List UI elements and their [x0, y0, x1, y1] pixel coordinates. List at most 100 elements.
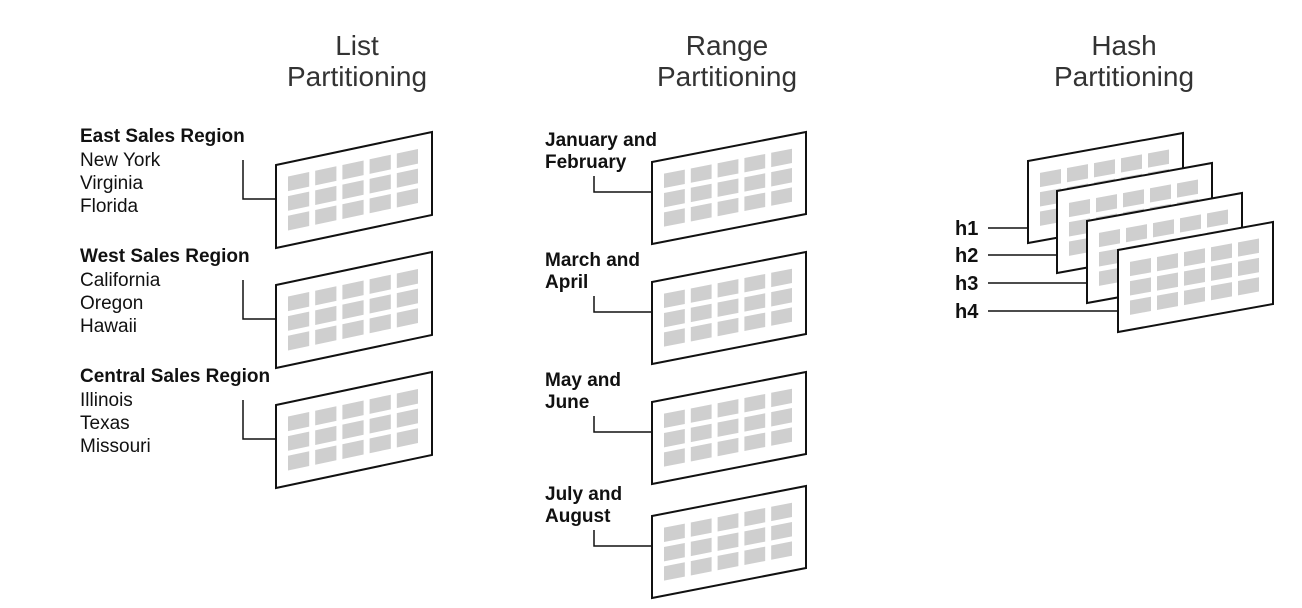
data-cell — [771, 427, 792, 446]
range-group-label: June — [545, 392, 589, 413]
data-cell — [744, 293, 766, 312]
data-cell — [664, 188, 685, 208]
hash-label: h4 — [955, 301, 979, 323]
list-group-heading: West Sales Region — [80, 246, 250, 267]
data-cell — [717, 197, 739, 217]
hash-label: h1 — [955, 218, 978, 240]
data-cell — [771, 187, 792, 206]
data-cell — [717, 279, 739, 298]
leader-line — [242, 280, 276, 320]
hash-title-line1: Hash — [1091, 30, 1156, 61]
data-cell — [744, 312, 766, 331]
data-cell — [771, 288, 792, 307]
data-cell — [1099, 248, 1120, 267]
leader-line — [593, 530, 652, 547]
data-cell — [717, 513, 739, 532]
data-cell — [717, 317, 739, 337]
data-cell — [1238, 277, 1259, 296]
range-title-line2: Partitioning — [657, 61, 797, 92]
leader-line — [593, 416, 652, 433]
list-group-item: Oregon — [80, 293, 143, 314]
data-cell — [342, 180, 364, 200]
data-cell — [744, 546, 766, 565]
data-cell — [315, 286, 337, 306]
list-group: Central Sales RegionIllinoisTexasMissour… — [80, 366, 433, 490]
list-group-item: Virginia — [80, 173, 143, 194]
leader-line — [242, 400, 276, 440]
data-cell — [396, 268, 418, 289]
list-group-item: Florida — [80, 196, 139, 217]
data-cell — [1096, 194, 1117, 213]
list-partition — [275, 130, 433, 250]
data-cell — [369, 174, 391, 194]
data-cell — [315, 445, 337, 465]
range-group-label: August — [545, 506, 611, 527]
data-cell — [1150, 184, 1171, 203]
hash-partition — [1117, 220, 1274, 334]
data-cell — [690, 518, 712, 537]
data-cell — [744, 413, 766, 432]
data-cell — [342, 400, 364, 420]
leader-line — [593, 296, 652, 313]
range-title-line1: Range — [686, 30, 769, 61]
range-partition — [651, 130, 807, 246]
data-cell — [664, 169, 685, 188]
data-cell — [1177, 179, 1198, 198]
range-group-label: March and — [545, 250, 640, 271]
data-cell — [396, 288, 418, 308]
list-group-item: Texas — [80, 413, 130, 434]
data-cell — [288, 291, 310, 312]
data-cell — [315, 425, 337, 446]
data-cell — [342, 280, 364, 300]
data-cell — [690, 323, 712, 342]
leader-line — [242, 160, 276, 200]
data-cell — [771, 307, 792, 326]
data-cell — [1130, 277, 1151, 296]
data-cell — [771, 408, 792, 427]
range-group-label: February — [545, 152, 627, 173]
data-cell — [1238, 257, 1259, 276]
hash-label-group: h1 — [955, 218, 1028, 240]
data-cell — [1148, 149, 1169, 168]
data-cell — [315, 406, 337, 426]
list-title-line1: List — [335, 30, 379, 61]
data-cell — [744, 153, 766, 173]
data-cell — [771, 148, 792, 168]
data-cell — [315, 325, 337, 345]
range-group-label: April — [545, 272, 588, 293]
data-cell — [396, 188, 418, 208]
data-cell — [690, 404, 712, 423]
data-cell — [288, 411, 310, 432]
list-title-line2: Partitioning — [287, 61, 427, 92]
data-cell — [664, 542, 685, 562]
data-cell — [315, 166, 337, 186]
data-cell — [771, 168, 792, 187]
data-cell — [690, 423, 712, 443]
list-partition — [275, 370, 433, 490]
data-cell — [1184, 248, 1205, 267]
data-cell — [1126, 224, 1147, 243]
data-cell — [1157, 291, 1178, 310]
data-cell — [744, 432, 766, 451]
data-cell — [771, 502, 792, 522]
hash-title-line2: Partitioning — [1054, 61, 1194, 92]
data-cell — [1099, 267, 1120, 286]
data-cell — [1069, 218, 1090, 237]
data-cell — [342, 319, 364, 339]
data-cell — [288, 431, 310, 451]
data-cell — [664, 448, 685, 467]
data-cell — [369, 194, 391, 214]
data-cell — [664, 308, 685, 328]
data-cell — [717, 437, 739, 457]
range-partition — [651, 484, 807, 600]
data-cell — [369, 414, 391, 434]
data-cell — [315, 185, 337, 206]
data-cell — [690, 164, 712, 183]
data-cell — [1069, 199, 1090, 218]
data-cell — [288, 171, 310, 192]
data-cell — [717, 159, 739, 178]
